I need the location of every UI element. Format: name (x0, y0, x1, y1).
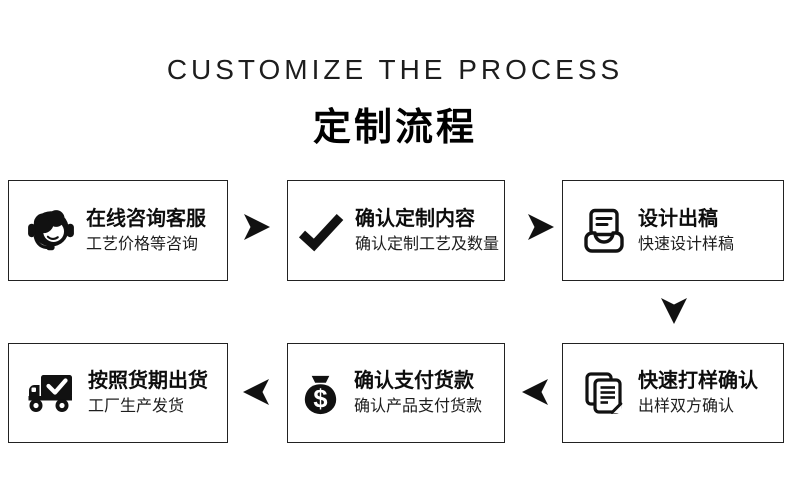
arrow-left-icon (241, 377, 271, 407)
step-card-payment: $ 确认支付货款 确认产品支付货款 (287, 343, 505, 443)
step-card-design: 设计出稿 快速设计样稿 (562, 180, 784, 281)
step-card-consult: 在线咨询客服 工艺价格等咨询 (8, 180, 228, 281)
page-title-cn: 定制流程 (312, 107, 477, 149)
step-text: 快速打样确认 出样双方确认 (638, 369, 758, 417)
step-subtitle: 确认产品支付货款 (354, 398, 483, 415)
step-card-proof: 快速打样确认 出样双方确认 (562, 343, 784, 443)
step-subtitle: 快速设计样稿 (638, 235, 735, 253)
money-bag-icon: $ (297, 370, 344, 417)
page-title-en: CUSTOMIZE THE PROCESS (166, 54, 624, 85)
step-title: 确认定制内容 (355, 207, 475, 230)
arrow-down-icon (659, 296, 689, 326)
step-subtitle: 确认定制工艺及数量 (355, 235, 500, 253)
arrow-left-icon (520, 377, 550, 407)
step-text: 设计出稿 快速设计样稿 (638, 207, 734, 255)
step-card-confirm-content: 确认定制内容 确认定制工艺及数量 (287, 180, 505, 281)
step-title: 在线咨询客服 (86, 207, 206, 230)
step-subtitle: 出样双方确认 (638, 398, 735, 415)
step-title: 按照货期出货 (88, 370, 208, 392)
step-card-shipping: 按照货期出货 工厂生产发货 (8, 343, 228, 443)
step-title: 确认支付货款 (354, 370, 474, 392)
truck-icon (26, 372, 78, 414)
svg-text:$: $ (313, 385, 327, 413)
headset-icon (26, 206, 76, 256)
step-title: 快速打样确认 (638, 370, 758, 392)
step-subtitle: 工厂生产发货 (88, 398, 185, 415)
inbox-icon (580, 207, 628, 255)
step-text: 按照货期出货 工厂生产发货 (88, 369, 208, 417)
documents-icon (580, 369, 628, 417)
step-title: 设计出稿 (638, 207, 718, 230)
step-text: 确认定制内容 确认定制工艺及数量 (355, 207, 499, 255)
arrow-right-icon (526, 212, 556, 242)
step-text: 在线咨询客服 工艺价格等咨询 (86, 207, 206, 255)
arrow-right-icon (242, 212, 272, 242)
step-subtitle: 工艺价格等咨询 (86, 235, 199, 253)
check-icon (297, 207, 345, 255)
step-text: 确认支付货款 确认产品支付货款 (354, 369, 482, 417)
